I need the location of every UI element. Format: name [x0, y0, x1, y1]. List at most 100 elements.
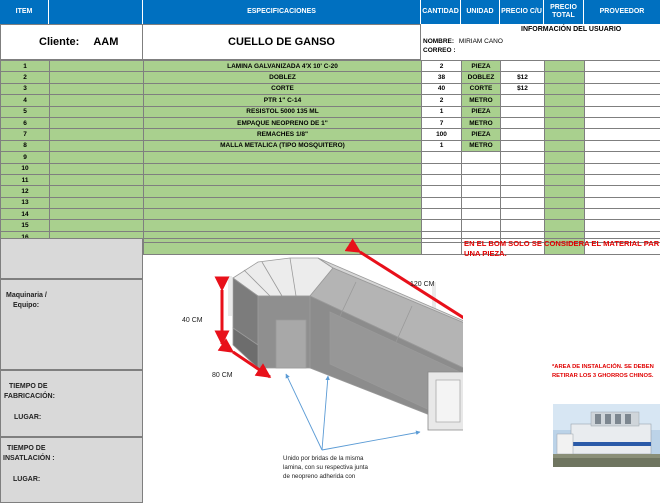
item-number[interactable]: 4: [0, 94, 50, 107]
item-description[interactable]: [143, 208, 422, 221]
item-total-price[interactable]: [544, 185, 585, 198]
item-blank[interactable]: [49, 196, 144, 210]
item-number[interactable]: 5: [0, 105, 50, 118]
item-number[interactable]: 15: [0, 219, 50, 232]
item-unit[interactable]: METRO: [461, 94, 501, 107]
item-description[interactable]: REMACHES 1/8": [143, 128, 422, 141]
item-quantity[interactable]: 2: [421, 59, 462, 73]
item-provider[interactable]: [584, 59, 660, 73]
item-description[interactable]: DOBLEZ: [143, 71, 422, 84]
item-description[interactable]: PTR 1" C-14: [143, 94, 422, 107]
item-provider[interactable]: [584, 82, 660, 96]
item-number[interactable]: 13: [0, 196, 50, 210]
item-provider[interactable]: [584, 185, 660, 198]
item-description[interactable]: CORTE: [143, 82, 422, 96]
item-unit[interactable]: [461, 196, 501, 210]
item-unit[interactable]: METRO: [461, 139, 501, 153]
item-blank[interactable]: [49, 71, 144, 84]
item-quantity[interactable]: 2: [421, 94, 462, 107]
item-total-price[interactable]: [544, 105, 585, 118]
item-unit[interactable]: PIEZA: [461, 59, 501, 73]
item-blank[interactable]: [49, 185, 144, 198]
item-total-price[interactable]: [544, 94, 585, 107]
item-provider[interactable]: [584, 162, 660, 175]
item-unit[interactable]: [461, 208, 501, 221]
item-unit-price[interactable]: [500, 185, 545, 198]
item-total-price[interactable]: [544, 116, 585, 130]
item-unit-price[interactable]: $12: [500, 71, 545, 84]
item-quantity[interactable]: 40: [421, 82, 462, 96]
item-blank[interactable]: [49, 139, 144, 153]
item-unit-price[interactable]: [500, 116, 545, 130]
item-unit-price[interactable]: [500, 219, 545, 232]
item-provider[interactable]: [584, 242, 660, 255]
item-total-price[interactable]: [544, 162, 585, 175]
item-number[interactable]: 14: [0, 208, 50, 221]
item-blank[interactable]: [49, 173, 144, 187]
item-description[interactable]: [143, 185, 422, 198]
item-number[interactable]: 9: [0, 151, 50, 164]
item-unit-price[interactable]: [500, 173, 545, 187]
item-quantity[interactable]: [421, 162, 462, 175]
item-description[interactable]: RESISTOL 5000 135 ML: [143, 105, 422, 118]
item-provider[interactable]: [584, 139, 660, 153]
item-unit-price[interactable]: [500, 94, 545, 107]
item-provider[interactable]: [584, 116, 660, 130]
item-unit-price[interactable]: [500, 105, 545, 118]
item-quantity[interactable]: 38: [421, 71, 462, 84]
item-quantity[interactable]: 1: [421, 105, 462, 118]
item-unit-price[interactable]: [500, 208, 545, 221]
item-total-price[interactable]: [544, 59, 585, 73]
item-total-price[interactable]: [544, 139, 585, 153]
item-total-price[interactable]: [544, 196, 585, 210]
item-number[interactable]: 1: [0, 59, 50, 73]
item-number[interactable]: 12: [0, 185, 50, 198]
item-number[interactable]: 6: [0, 116, 50, 130]
item-unit-price[interactable]: [500, 196, 545, 210]
item-number[interactable]: 3: [0, 82, 50, 96]
item-description[interactable]: LAMINA GALVANIZADA 4'X 10' C-20: [143, 59, 422, 73]
item-number[interactable]: 10: [0, 162, 50, 175]
item-unit[interactable]: [461, 219, 501, 232]
item-blank[interactable]: [49, 94, 144, 107]
item-blank[interactable]: [49, 219, 144, 232]
item-quantity[interactable]: 1: [421, 139, 462, 153]
item-total-price[interactable]: [544, 151, 585, 164]
item-provider[interactable]: [584, 71, 660, 84]
item-unit-price[interactable]: [500, 128, 545, 141]
item-unit[interactable]: CORTE: [461, 82, 501, 96]
item-unit-price[interactable]: [500, 59, 545, 73]
item-description[interactable]: [143, 196, 422, 210]
item-provider[interactable]: [584, 208, 660, 221]
item-description[interactable]: MALLA METALICA (TIPO MOSQUITERO): [143, 139, 422, 153]
item-unit-price[interactable]: [500, 162, 545, 175]
item-total-price[interactable]: [544, 128, 585, 141]
item-unit-price[interactable]: [500, 139, 545, 153]
item-description[interactable]: [143, 151, 422, 164]
item-unit[interactable]: PIEZA: [461, 128, 501, 141]
item-unit[interactable]: PIEZA: [461, 105, 501, 118]
item-total-price[interactable]: [544, 82, 585, 96]
item-provider[interactable]: [584, 94, 660, 107]
item-blank[interactable]: [49, 128, 144, 141]
item-total-price[interactable]: [544, 71, 585, 84]
item-blank[interactable]: [49, 105, 144, 118]
item-description[interactable]: [143, 219, 422, 232]
item-description[interactable]: [143, 173, 422, 187]
item-quantity[interactable]: [421, 185, 462, 198]
item-quantity[interactable]: [421, 151, 462, 164]
item-quantity[interactable]: [421, 208, 462, 221]
item-provider[interactable]: [584, 105, 660, 118]
item-description[interactable]: EMPAQUE NEOPRENO DE 1": [143, 116, 422, 130]
item-unit[interactable]: [461, 162, 501, 175]
item-quantity[interactable]: [421, 196, 462, 210]
item-provider[interactable]: [584, 196, 660, 210]
item-unit[interactable]: METRO: [461, 116, 501, 130]
item-total-price[interactable]: [544, 173, 585, 187]
item-total-price[interactable]: [544, 208, 585, 221]
item-quantity[interactable]: [421, 173, 462, 187]
item-description[interactable]: [143, 162, 422, 175]
item-total-price[interactable]: [544, 219, 585, 232]
item-unit[interactable]: [461, 173, 501, 187]
item-unit-price[interactable]: $12: [500, 82, 545, 96]
